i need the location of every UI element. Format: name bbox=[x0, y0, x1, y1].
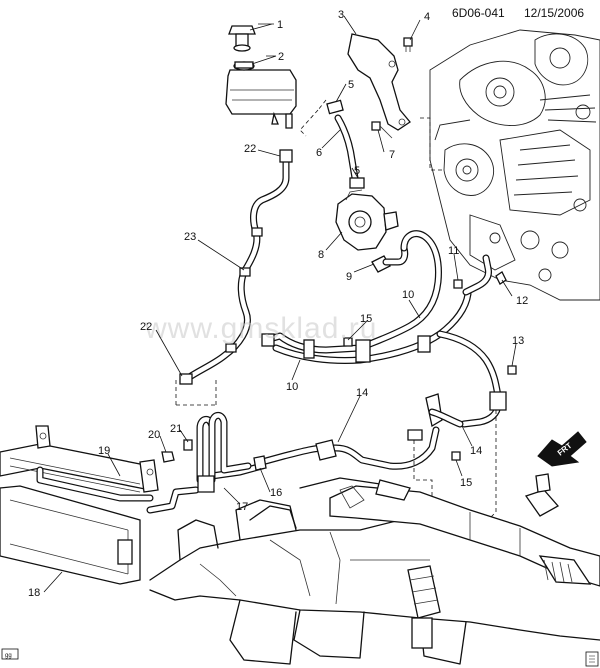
cooler-lines bbox=[146, 412, 266, 514]
pump-outlet-fitting bbox=[371, 244, 409, 273]
callout-18: 18 bbox=[28, 587, 40, 599]
callout-22a: 22 bbox=[244, 143, 256, 155]
corner-tag-text: gg bbox=[5, 653, 12, 659]
callout-5a: 5 bbox=[348, 79, 354, 91]
callout-labels: 1 2 3 4 5 5 6 7 8 9 10 10 11 12 13 14 14… bbox=[28, 9, 528, 599]
leader-lines bbox=[43, 15, 517, 593]
callout-20: 20 bbox=[148, 429, 160, 441]
bolt-15-upper bbox=[343, 337, 353, 347]
dash-13-gear bbox=[487, 410, 497, 521]
callout-5b: 5 bbox=[354, 165, 360, 177]
callout-14a: 14 bbox=[356, 387, 368, 399]
diagram-id: 6D06-041 bbox=[452, 6, 505, 20]
fitting-13 bbox=[507, 365, 517, 375]
callout-22b: 22 bbox=[140, 321, 152, 333]
corner-stamp bbox=[585, 651, 599, 667]
bracket-link-dashes bbox=[420, 117, 445, 171]
watermark: www.gmsklad.ru bbox=[144, 312, 377, 345]
forward-arrow: FRT bbox=[537, 431, 587, 467]
gear-feed-line bbox=[258, 391, 507, 470]
callout-9: 9 bbox=[346, 271, 352, 283]
engine-block bbox=[429, 29, 600, 301]
pump-bracket bbox=[347, 33, 411, 131]
callout-15a: 15 bbox=[360, 313, 372, 325]
power-steering-pump bbox=[335, 189, 399, 251]
callout-10a: 10 bbox=[402, 289, 414, 301]
callout-4: 4 bbox=[424, 11, 430, 23]
callout-16: 16 bbox=[270, 487, 282, 499]
callout-7: 7 bbox=[389, 149, 395, 161]
callout-15b: 15 bbox=[460, 477, 472, 489]
reservoir-cap bbox=[228, 25, 256, 52]
callout-1: 1 bbox=[277, 19, 283, 31]
diagram-date: 12/15/2006 bbox=[524, 6, 584, 20]
callout-19: 19 bbox=[98, 445, 110, 457]
callout-3: 3 bbox=[338, 9, 344, 21]
callout-11: 11 bbox=[448, 245, 459, 257]
dash-14-gear bbox=[413, 440, 433, 500]
callout-14b: 14 bbox=[470, 445, 482, 457]
callout-6: 6 bbox=[316, 147, 322, 159]
callout-13: 13 bbox=[512, 335, 524, 347]
fitting-16 bbox=[253, 455, 267, 471]
fluid-reservoir bbox=[225, 61, 297, 129]
power-steering-cooler bbox=[0, 425, 159, 502]
radiator-support bbox=[0, 485, 141, 585]
pump-bolt bbox=[371, 121, 393, 139]
callout-10b: 10 bbox=[286, 381, 298, 393]
callout-17: 17 bbox=[236, 501, 248, 513]
callout-2: 2 bbox=[278, 51, 284, 63]
pump-inlet-hose bbox=[326, 99, 365, 189]
steering-gear bbox=[329, 473, 600, 649]
callout-12: 12 bbox=[516, 295, 528, 307]
reservoir-link-dashes bbox=[299, 99, 327, 137]
engine-connection-line bbox=[453, 254, 507, 296]
callout-23: 23 bbox=[184, 231, 196, 243]
bolt-15-lower bbox=[451, 451, 461, 461]
nut-20 bbox=[161, 451, 175, 463]
return-hose-upper bbox=[179, 149, 293, 385]
corner-tag: gg bbox=[1, 648, 19, 660]
callout-21: 21 bbox=[170, 423, 182, 435]
bracket-bolt bbox=[403, 37, 413, 52]
pressure-hose-assembly bbox=[261, 230, 502, 400]
callout-8: 8 bbox=[318, 249, 324, 261]
